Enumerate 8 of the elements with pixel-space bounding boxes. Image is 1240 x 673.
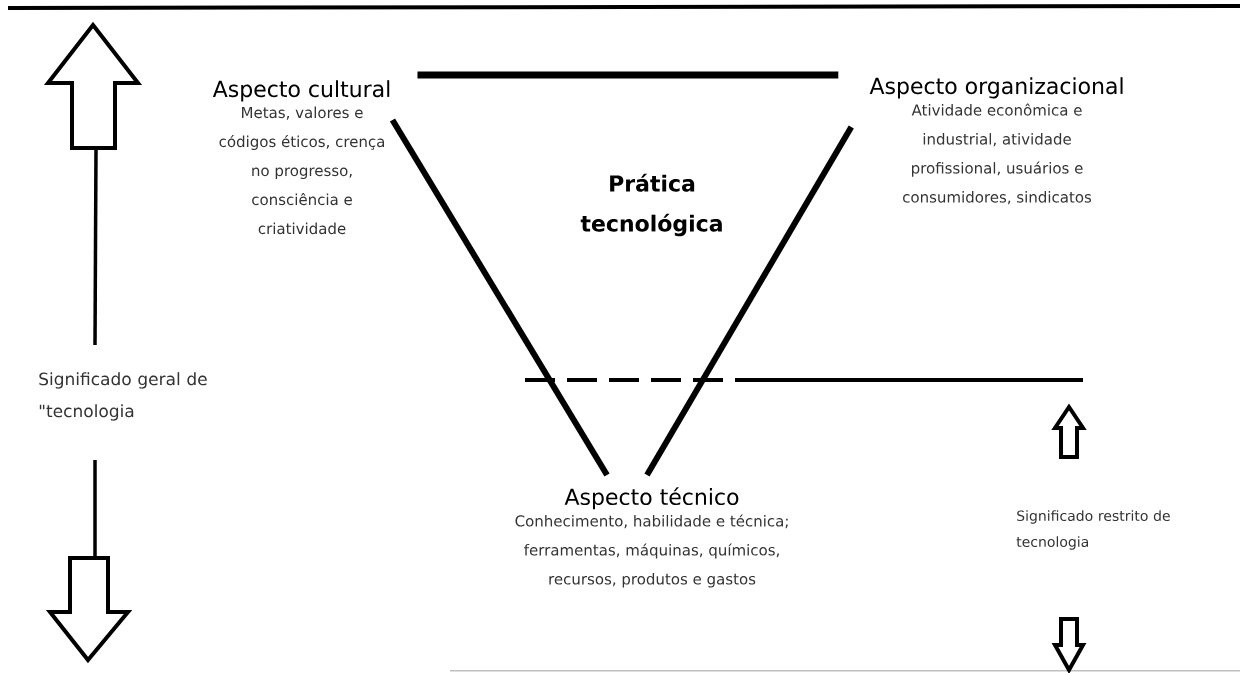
triangle-side — [644, 125, 854, 477]
triangle-side — [389, 118, 610, 477]
aspect-text: Aspecto técnico Conhecimento, habilidade e técnica; ferramentas, máquinas, químicos, recursos, produtos e gastos — [515, 487, 788, 588]
aspect-text: Aspecto organizacional Atividade econômica e industrial, atividade profissional, usuários e consumidores, sindicatos — [869, 77, 1123, 205]
meaning-label: Significado geral de "tecnologia — [39, 372, 207, 421]
aspect-text: Prática tecnológica — [580, 173, 722, 237]
aspect-text: Aspecto cultural Metas, valores e códigos éticos, crença no progresso, consciência e criatividade — [212, 80, 390, 235]
meaning-label: Significado restrito de tecnologia — [1016, 510, 1170, 550]
